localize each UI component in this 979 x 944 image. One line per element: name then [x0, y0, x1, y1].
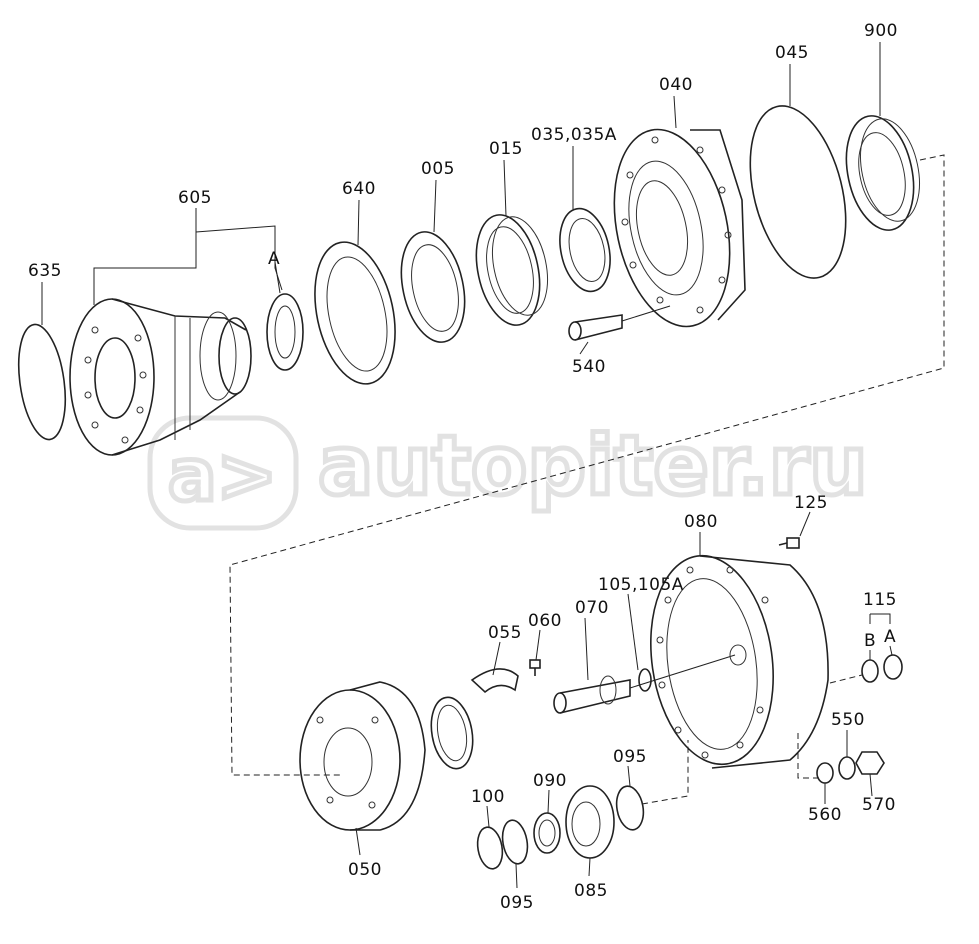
part-080-ring-gear-housing: [650, 554, 829, 769]
part-A-lock-nut: [266, 293, 304, 371]
callout-040: 040: [659, 75, 693, 95]
watermark: a> autopiter.ru: [147, 415, 870, 531]
callout-050: 050: [348, 860, 382, 880]
part-085-planet-gear: [565, 785, 615, 859]
part-055-lock-plate: [470, 668, 519, 694]
part-095-snap-ring-left: [501, 819, 529, 865]
callout-055: 055: [488, 623, 522, 643]
leader-lines: [41, 42, 893, 889]
callout-100: 100: [471, 787, 505, 807]
part-060-bolt: [529, 659, 541, 676]
callout-105: 105,105A: [598, 575, 684, 595]
part-540-bolt: [568, 305, 671, 341]
callout-035: 035,035A: [531, 125, 617, 145]
callout-550: 550: [831, 710, 865, 730]
callout-540: 540: [572, 357, 606, 377]
part-thrust-washer: [430, 696, 474, 770]
part-080-bolt-axis: [797, 733, 820, 779]
callout-560: 560: [808, 805, 842, 825]
part-040-housing: [613, 128, 746, 328]
part-005-ring: [400, 231, 466, 343]
callout-015: 015: [489, 139, 523, 159]
part-635-o-ring: [17, 323, 67, 441]
part-050-carrier: [299, 681, 426, 831]
watermark-logo-text: a>: [168, 433, 277, 517]
part-640-seal: [314, 241, 396, 385]
part-045-o-ring: [749, 105, 847, 279]
part-125-screw: [778, 537, 800, 549]
callout-B: B: [864, 631, 876, 651]
callout-A-top: A: [268, 249, 280, 269]
part-070-sun-shaft: [553, 654, 736, 714]
part-095-snap-ring-right: [615, 785, 645, 831]
callout-640: 640: [342, 179, 376, 199]
callout-005: 005: [421, 159, 455, 179]
plug-axis: [829, 674, 863, 684]
part-115-plug-A: [883, 654, 903, 680]
callout-070: 070: [575, 598, 609, 618]
callout-605: 605: [178, 188, 212, 208]
top-assembly-axis: [229, 154, 945, 776]
watermark-logo-box: [147, 415, 299, 531]
part-560-washer: [816, 762, 834, 784]
part-090-needle-bearing: [533, 812, 561, 854]
watermark-text: autopiter.ru: [318, 419, 868, 514]
part-550-washer: [838, 756, 856, 780]
part-900-bearing: [845, 115, 920, 231]
snap-ring-axis: [641, 740, 689, 805]
part-605-hub: [69, 298, 252, 456]
part-115-plug-B: [861, 659, 879, 683]
callout-115: 115: [863, 590, 897, 610]
callout-labels: 635 605 A 640 005 015 035,035A 040 045 9…: [28, 21, 898, 913]
callout-900: 900: [864, 21, 898, 41]
callout-095-left: 095: [500, 893, 534, 913]
part-015-bearing: [475, 214, 548, 326]
callout-045: 045: [775, 43, 809, 63]
callout-570: 570: [862, 795, 896, 815]
callout-060: 060: [528, 611, 562, 631]
part-570-nut: [855, 751, 885, 775]
part-100-thrust-ring: [476, 826, 504, 870]
part-105-washer: [638, 668, 652, 692]
callout-635: 635: [28, 261, 62, 281]
callout-090: 090: [533, 771, 567, 791]
callout-125: 125: [794, 493, 828, 513]
callout-A-bottom: A: [884, 627, 896, 647]
part-035-bearing-cup: [559, 207, 611, 293]
callout-095-right: 095: [613, 747, 647, 767]
callout-085: 085: [574, 881, 608, 901]
callout-080: 080: [684, 512, 718, 532]
